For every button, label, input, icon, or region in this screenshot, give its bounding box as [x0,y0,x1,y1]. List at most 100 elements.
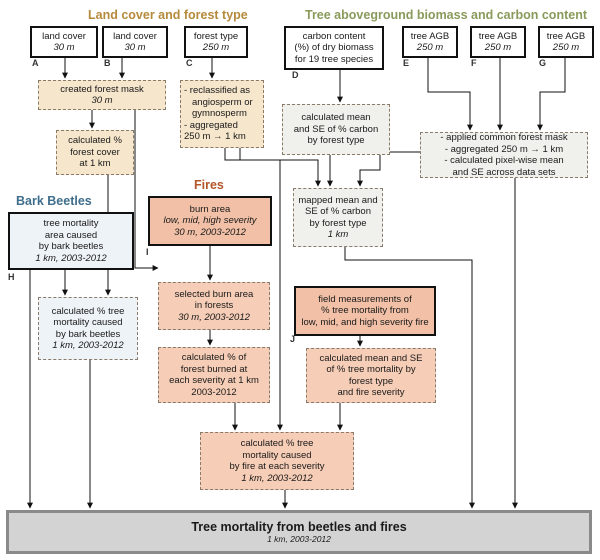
box-carbon-content-line3: for 19 tree species [294,53,374,65]
arrow-commonmask-to-mapped [357,151,420,187]
box-carbon-content: carbon content (%) of dry biomass for 19… [284,26,384,70]
box-field-measurements-line3: low, mid, and high severity fire [301,316,429,328]
arrow-agb-e-to-common [427,58,473,131]
box-land-cover-b-text: land cover [113,30,157,42]
box-land-cover-a-text: land cover [42,30,86,42]
box-tree-agb-f: tree AGB 250 m [470,26,526,58]
box-fire-mortality-line3: by fire at each severity [229,461,325,472]
box-tree-agb-f-resolution: 250 m [484,42,512,53]
label-c: C [186,58,193,68]
label-b: B [104,58,111,68]
box-common-mask: - applied common forest mask - aggregate… [420,132,588,178]
box-field-measurements-line2: % tree mortality from [321,305,409,317]
box-mean-se-mortality: calculated mean and SE of % tree mortali… [306,348,436,403]
box-beetle-area-line1: tree mortality [43,218,99,229]
box-tree-agb-g: tree AGB 250 m [538,26,594,58]
label-h: H [8,272,15,282]
box-common-mask-line3: - calculated pixel-wise mean [444,155,564,166]
box-field-measurements: field measurements of % tree mortality f… [294,286,436,336]
final-output-subtitle: 1 km, 2003-2012 [267,534,331,544]
box-tree-agb-e: tree AGB 250 m [402,26,458,58]
box-forest-cover-line1: calculated % [68,135,122,147]
box-fire-mortality: calculated % tree mortality caused by fi… [200,432,354,490]
box-mean-se-mortality-line3: forest type [348,375,394,387]
box-tree-agb-e-resolution: 250 m [416,42,444,53]
box-reclassified-line1: - reclassified as [184,85,250,97]
box-tree-agb-e-text: tree AGB [410,30,450,42]
box-field-measurements-line1: field measurements of [318,293,412,305]
box-carbon-content-line2: (%) of dry biomass [294,42,374,54]
box-forest-type-text: forest type [193,30,239,42]
box-tree-agb-f-text: tree AGB [478,30,518,42]
arrow-mask-to-selectedburn [134,110,159,271]
label-d: D [292,70,299,80]
label-e: E [403,58,410,68]
arrow-agb-g-to-common [537,58,566,131]
box-fire-mortality-period: 1 km, 2003-2012 [241,472,313,484]
box-land-cover-b-resolution: 30 m [124,42,146,53]
box-common-mask-line1: - applied common forest mask [440,132,568,143]
box-tree-agb-g-resolution: 250 m [552,42,580,53]
box-burn-area-line1: burn area [189,203,231,215]
box-mapped-mean-line1: mapped mean and [298,194,378,206]
box-forest-burned-line3: each severity at 1 km [169,375,259,386]
box-beetle-area-line2: area caused [44,229,98,241]
box-mapped-mean-line2: SE of % carbon [304,206,371,217]
arrow-mapped-to-final [344,247,475,509]
box-fire-mortality-line2: mortality caused [242,449,312,461]
box-beetle-mortality-line2: mortality caused [53,317,123,328]
box-mean-se-mortality-line4: and fire severity [337,387,405,398]
box-reclassified-line3: gymnosperm [192,108,247,120]
box-burn-area-severity: low, mid, high severity [163,215,257,227]
box-mapped-mean: mapped mean and SE of % carbon by forest… [293,188,383,247]
label-g: G [539,58,547,68]
header-fires: Fires [194,178,224,192]
box-beetle-mortality: calculated % tree mortality caused by ba… [38,297,138,360]
header-bark-beetles: Bark Beetles [16,194,92,208]
box-selected-burn-period: 30 m, 2003-2012 [178,311,250,323]
box-fire-mortality-line1: calculated % tree [240,438,314,449]
header-land-cover: Land cover and forest type [88,8,248,22]
box-calc-mean-carbon-line2: and SE of % carbon [293,123,379,135]
box-land-cover-b: land cover 30 m [102,26,168,58]
label-j: J [290,334,296,344]
box-forest-mask: created forest mask 30 m [38,80,166,110]
box-land-cover-a: land cover 30 m [30,26,98,58]
box-forest-burned-period: 2003-2012 [191,386,237,398]
box-reclassified: - reclassified as angiosperm or gymnospe… [180,80,264,148]
box-calc-mean-carbon-line3: by forest type [307,135,365,147]
box-beetle-area-line3: by bark beetles [38,241,104,252]
box-burn-area-period: 30 m, 2003-2012 [174,226,246,238]
box-common-mask-line4: and SE across data sets [452,166,556,178]
header-biomass: Tree aboveground biomass and carbon cont… [305,8,587,22]
box-calc-mean-carbon-line1: calculated mean [301,112,371,124]
box-forest-burned-line1: calculated % of [181,352,247,363]
box-mean-se-mortality-line2: of % tree mortality by [326,364,416,375]
box-forest-type-resolution: 250 m [202,42,230,53]
box-reclassified-line5: 250 m → 1 km [184,131,246,143]
box-forest-mask-text: created forest mask [60,83,144,95]
box-forest-type: forest type 250 m [184,26,248,58]
box-beetle-mortality-line1: calculated % tree [51,305,125,317]
box-forest-cover-line3: at 1 km [79,158,111,170]
arrow-reclass-to-firemort [224,148,283,431]
box-burn-area: burn area low, mid, high severity 30 m, … [148,196,272,246]
box-beetle-area-period: 1 km, 2003-2012 [35,252,107,264]
box-mean-se-mortality-line1: calculated mean and SE [319,352,423,364]
box-forest-cover-line2: forest cover [70,146,120,158]
box-forest-burned-line2: forest burned at [180,363,248,375]
box-calc-mean-carbon: calculated mean and SE of % carbon by fo… [282,104,390,155]
box-land-cover-a-resolution: 30 m [53,42,75,53]
box-forest-cover: calculated % forest cover at 1 km [56,130,134,175]
box-selected-burn-line1: selected burn area [174,288,254,300]
box-mapped-mean-line3: by forest type [309,217,367,229]
box-mapped-mean-resolution: 1 km [327,229,349,240]
box-common-mask-line2: - aggregated 250 m → 1 km [444,143,564,155]
final-output-title: Tree mortality from beetles and fires [191,520,407,534]
label-a: A [32,58,39,68]
label-f: F [471,58,477,68]
final-output-box: Tree mortality from beetles and fires 1 … [6,510,592,554]
box-beetle-mortality-period: 1 km, 2003-2012 [52,340,124,351]
box-beetle-area: tree mortality area caused by bark beetl… [8,212,134,270]
